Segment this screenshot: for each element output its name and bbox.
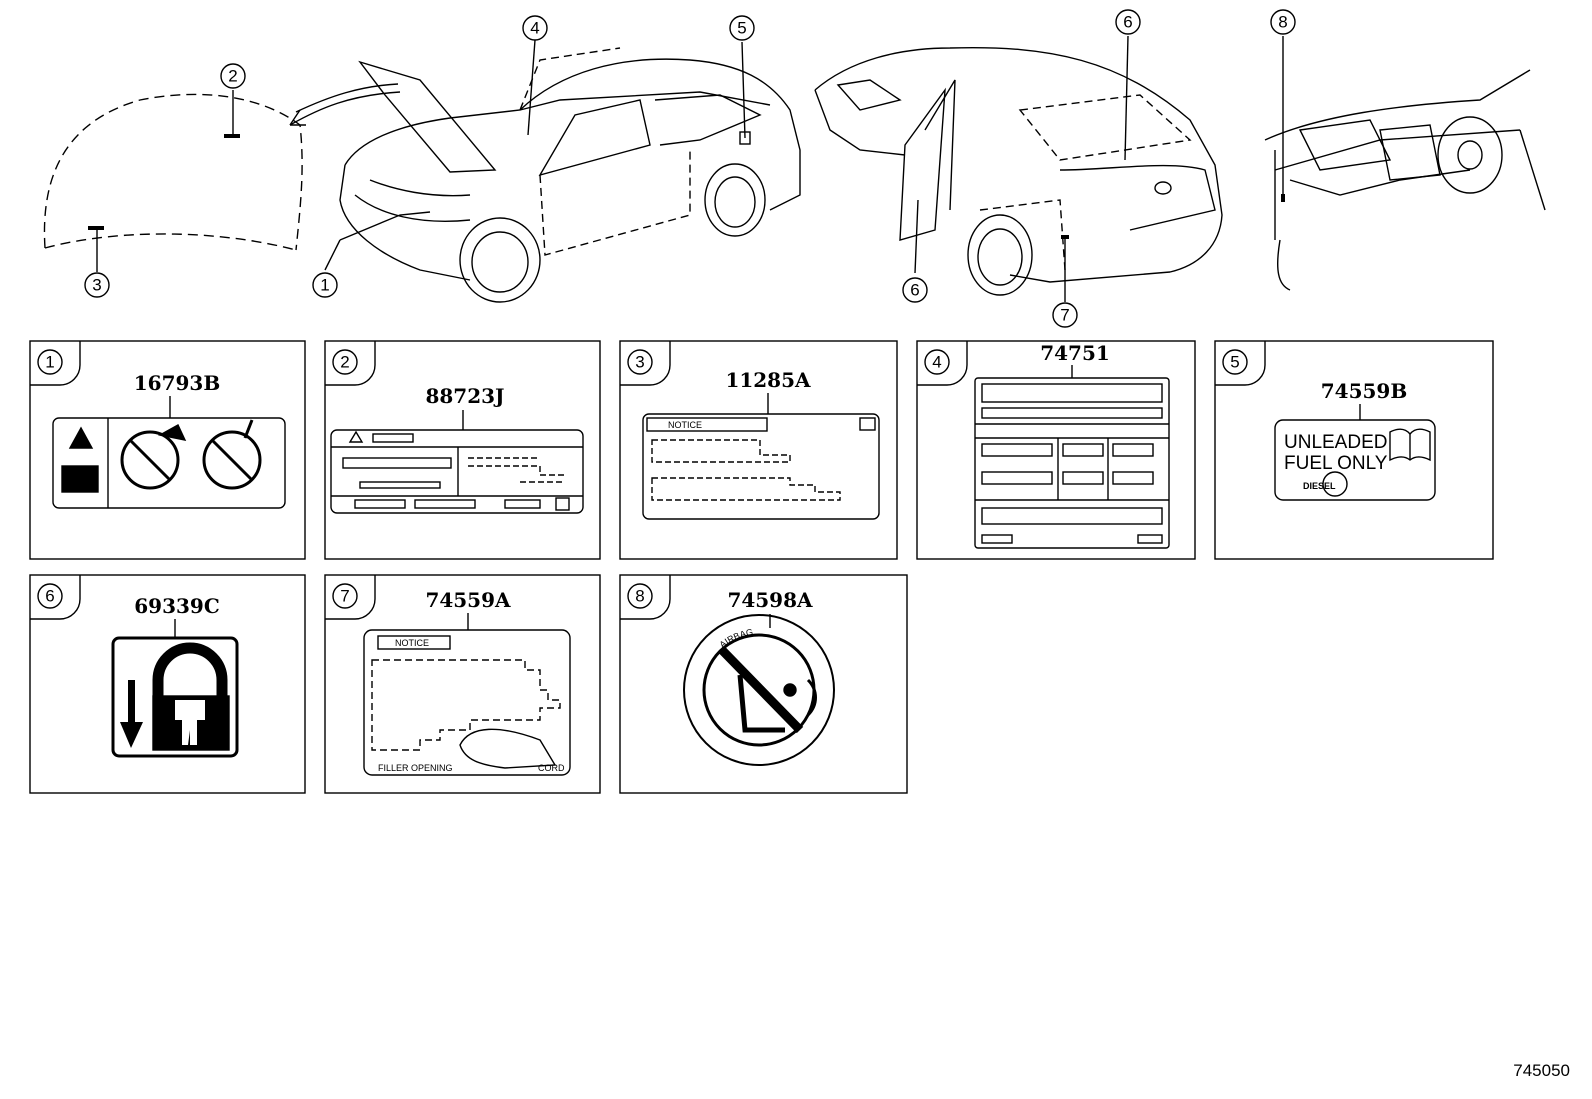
label-88723J: [330, 410, 584, 514]
label-11285A: [642, 393, 880, 520]
fuel-only-text: FUEL ONLY: [1284, 453, 1388, 474]
label-69339C: [111, 619, 239, 758]
part-number-6[interactable]: 69339C: [134, 594, 220, 618]
panel-index-tabs: [30, 341, 1266, 620]
part-number-5[interactable]: 74559B: [1321, 379, 1407, 403]
panel-index-4: 4: [932, 353, 941, 372]
label-74559B: [1274, 404, 1436, 501]
diesel-text: DIESEL: [1303, 481, 1336, 491]
callout-6-door: 6: [910, 281, 919, 300]
callout-2: 2: [228, 67, 237, 86]
direction-arrow: [289, 83, 401, 126]
front-car-illustration: [324, 39, 801, 303]
hood-illustration: [43, 90, 303, 272]
part-number-3[interactable]: 11285A: [725, 368, 811, 392]
panel-index-7: 7: [340, 587, 349, 606]
panel-indices: 1 2 3 4 5 6 7 8: [37, 349, 1248, 609]
unleaded-text: UNLEADED: [1284, 432, 1387, 453]
dashboard-illustration: [1264, 36, 1546, 291]
diagram-number: 745050: [1513, 1061, 1570, 1080]
filler-opening-text: FILLER OPENING: [378, 763, 453, 773]
panel-index-2: 2: [340, 353, 349, 372]
cord-text: CORD: [538, 763, 565, 773]
airbag-text: AIRBAG: [718, 627, 754, 650]
callout-1: 1: [320, 276, 329, 295]
label-74559A: [363, 613, 571, 776]
callout-8: 8: [1278, 13, 1287, 32]
callout-7: 7: [1060, 306, 1069, 325]
label-74598A: [683, 614, 835, 766]
part-number-1[interactable]: 16793B: [134, 371, 220, 395]
notice-text-7: NOTICE: [395, 638, 429, 648]
panel-index-6: 6: [45, 587, 54, 606]
callout-4: 4: [530, 19, 539, 38]
part-number-8[interactable]: 74598A: [727, 588, 813, 612]
panel-index-5: 5: [1230, 353, 1239, 372]
panel-index-8: 8: [635, 587, 644, 606]
callout-3: 3: [92, 276, 101, 295]
callout-6-rear: 6: [1123, 13, 1132, 32]
top-callouts: 2 3 1 4 5 6 6 7 8: [84, 9, 1296, 328]
label-74751: [974, 365, 1170, 549]
part-number-4[interactable]: 74751: [1040, 341, 1110, 365]
panel-index-3: 3: [635, 353, 644, 372]
panel-index-1: 1: [45, 353, 54, 372]
rear-car-illustration: [814, 35, 1223, 302]
callout-5: 5: [737, 19, 746, 38]
notice-text-3: NOTICE: [668, 420, 702, 430]
part-number-2[interactable]: 88723J: [425, 384, 504, 408]
part-number-7[interactable]: 74559A: [425, 588, 511, 612]
label-16793B: [52, 396, 286, 509]
panel-frames: [29, 340, 1494, 794]
